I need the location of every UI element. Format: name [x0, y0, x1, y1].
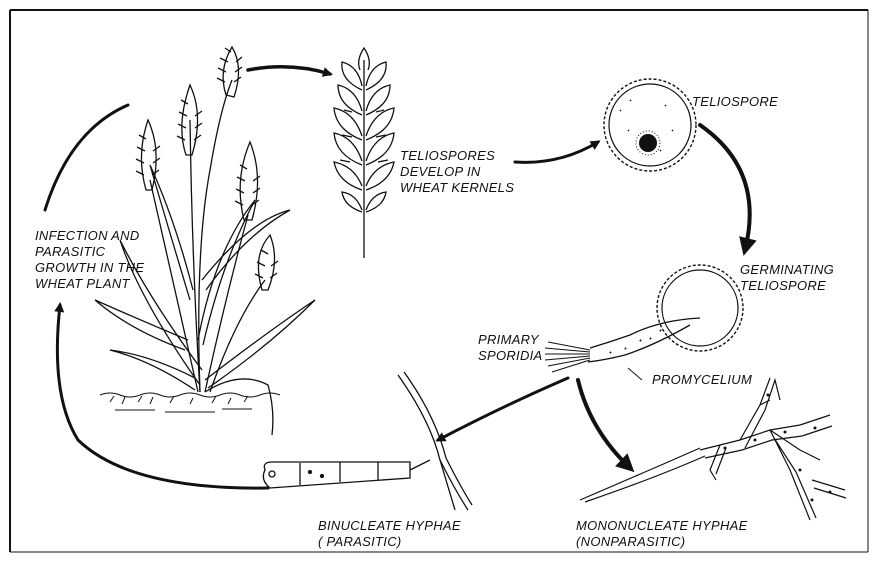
- wheat-heads: [136, 47, 278, 290]
- arrow-sporidia-to-mononucleate: [578, 380, 630, 468]
- germinating-teliospore-illustration: [545, 265, 743, 380]
- binucleate-hyphae-illustration: [263, 372, 472, 510]
- arrow-plant-top-cycle: [45, 105, 128, 210]
- arrow-plant-to-spike: [248, 67, 330, 74]
- label-line: ( PARASITIC): [318, 534, 461, 550]
- label-binucleate-hyphae: BINUCLEATE HYPHAE ( PARASITIC): [318, 518, 461, 550]
- ground: [100, 393, 280, 412]
- label-teliospore: TELIOSPORE: [692, 94, 778, 110]
- label-line: GROWTH IN THE: [35, 260, 144, 276]
- label-line: PROMYCELIUM: [652, 372, 752, 388]
- label-infection-and-parasitic-growth: INFECTION AND PARASITIC GROWTH IN THE WH…: [35, 228, 144, 292]
- label-line: TELIOSPORES: [400, 148, 514, 164]
- arrow-teliospore-to-germinating: [700, 125, 750, 250]
- arrow-sporidia-to-binucleate: [438, 378, 568, 440]
- label-primary-sporidia: PRIMARY SPORIDIA: [478, 332, 543, 364]
- mononucleate-hyphae-illustration: [580, 378, 846, 520]
- label-mononucleate-hyphae: MONONUCLEATE HYPHAE (NONPARASITIC): [576, 518, 748, 550]
- arrow-kernels-to-teliospore: [515, 142, 598, 162]
- wheat-spike-illustration: [334, 48, 394, 258]
- label-line: WHEAT KERNELS: [400, 180, 514, 196]
- label-line: TELIOSPORE: [740, 278, 834, 294]
- label-line: BINUCLEATE HYPHAE: [318, 518, 461, 534]
- label-line: (NONPARASITIC): [576, 534, 748, 550]
- cycle-arrows: [45, 67, 750, 488]
- label-line: TELIOSPORE: [692, 94, 778, 110]
- label-line: PRIMARY: [478, 332, 543, 348]
- label-line: MONONUCLEATE HYPHAE: [576, 518, 748, 534]
- label-promycelium: PROMYCELIUM: [652, 372, 752, 388]
- label-line: DEVELOP IN: [400, 164, 514, 180]
- label-line: PARASITIC: [35, 244, 144, 260]
- label-teliospores-develop: TELIOSPORES DEVELOP IN WHEAT KERNELS: [400, 148, 514, 196]
- label-germinating-teliospore: GERMINATING TELIOSPORE: [740, 262, 834, 294]
- label-line: GERMINATING: [740, 262, 834, 278]
- label-line: WHEAT PLANT: [35, 276, 144, 292]
- arrow-binucleate-to-plant: [57, 305, 268, 488]
- label-line: INFECTION AND: [35, 228, 144, 244]
- label-line: SPORIDIA: [478, 348, 543, 364]
- teliospore-illustration: [604, 79, 696, 171]
